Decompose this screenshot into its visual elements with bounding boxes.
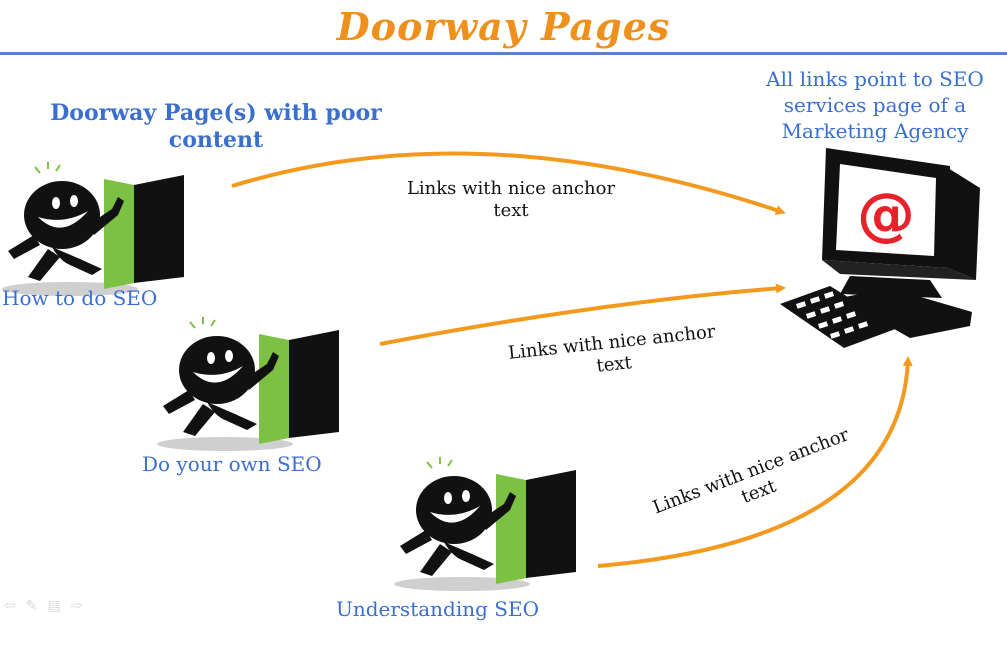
anchor-text-1: Links with nice anchor text [376,178,646,222]
computer-icon: @ [780,148,980,348]
pen-icon[interactable]: ✎ [25,598,38,614]
smiley-door-icon [156,316,340,452]
prev-arrow-icon[interactable]: ⇦ [4,598,16,614]
doorway-page-label-3: Understanding SEO [336,597,539,621]
title-underline [0,52,1007,55]
link-arrow-3 [597,356,913,568]
link-arrow-2 [379,283,786,346]
doorway-heading-line-2: content [168,127,264,153]
smiley-door-icon [393,456,577,592]
next-arrow-icon[interactable]: ⇨ [70,598,83,614]
menu-icon[interactable]: ▤ [47,598,61,614]
link-arrow-1 [231,151,786,215]
doorway-page-label-2: Do your own SEO [142,452,322,476]
doorway-heading: Doorway Page(s) with poor content [6,100,426,154]
target-description-line-1: All links point to SEO [766,67,984,91]
at-symbol: @ [857,180,915,248]
target-description-line-3: Marketing Agency [781,119,969,143]
doorway-heading-line-1: Doorway Page(s) with poor [50,100,382,126]
slide-nav: ⇦ ✎ ▤ ⇨ [4,598,82,614]
smiley-door-icon [1,161,185,297]
target-description-line-2: services page of a [783,93,967,117]
target-description: All links point to SEO services page of … [740,66,1007,144]
doorway-page-label-1: How to do SEO [2,286,158,310]
anchor-text-1-line-1: Links with nice anchor [406,178,616,199]
anchor-text-1-line-2: text [493,200,529,221]
page-title: Doorway Pages [336,4,671,49]
